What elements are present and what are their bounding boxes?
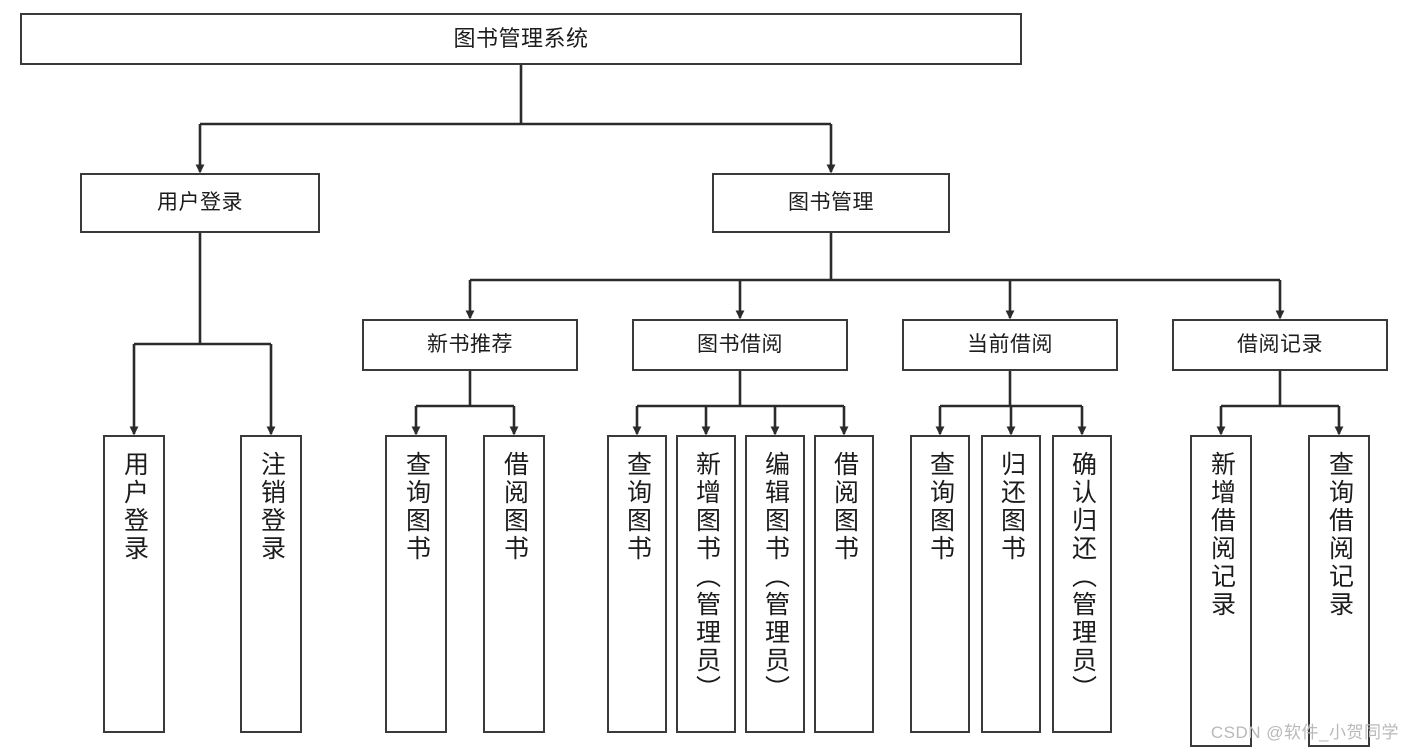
node-label: 查询图书 — [926, 451, 955, 563]
node-l_cu_return[interactable]: 归还图书 — [981, 435, 1041, 733]
node-label: 图书管理 — [788, 190, 874, 214]
node-user_login[interactable]: 用户登录 — [80, 173, 320, 233]
node-l_nr_borrow[interactable]: 借阅图书 — [483, 435, 545, 733]
node-borrow[interactable]: 图书借阅 — [632, 319, 848, 371]
node-label: 当前借阅 — [967, 332, 1053, 356]
node-l_re_query[interactable]: 查询借阅记录 — [1308, 435, 1370, 747]
node-label: 用户登录 — [120, 451, 149, 563]
node-l_bo_borrow[interactable]: 借阅图书 — [814, 435, 874, 733]
node-label: 确认归还（管理员） — [1068, 451, 1097, 703]
node-new_rec[interactable]: 新书推荐 — [362, 319, 578, 371]
node-label: 借阅图书 — [830, 451, 859, 563]
node-label: 归还图书 — [997, 451, 1026, 563]
node-label: 借阅图书 — [500, 451, 529, 563]
node-label: 新增借阅记录 — [1207, 451, 1236, 619]
node-label: 借阅记录 — [1237, 332, 1323, 356]
watermark-text: CSDN @软件_小贺同学 — [1210, 723, 1399, 742]
node-label: 图书管理系统 — [453, 26, 589, 52]
node-l_nr_query[interactable]: 查询图书 — [385, 435, 447, 733]
node-label: 新增图书（管理员） — [692, 451, 721, 703]
node-label: 用户登录 — [157, 190, 243, 214]
node-label: 查询借阅记录 — [1325, 451, 1354, 619]
node-label: 编辑图书（管理员） — [761, 451, 790, 703]
node-l_bo_query[interactable]: 查询图书 — [607, 435, 667, 733]
node-label: 新书推荐 — [427, 332, 513, 356]
node-label: 注销登录 — [257, 451, 286, 563]
node-label: 图书借阅 — [697, 332, 783, 356]
node-l_cu_confirm[interactable]: 确认归还（管理员） — [1052, 435, 1112, 733]
node-label: 查询图书 — [402, 451, 431, 563]
node-l_user_login[interactable]: 用户登录 — [103, 435, 165, 733]
node-book_mgmt[interactable]: 图书管理 — [712, 173, 950, 233]
node-root[interactable]: 图书管理系统 — [20, 13, 1022, 65]
node-label: 查询图书 — [623, 451, 652, 563]
node-current[interactable]: 当前借阅 — [902, 319, 1118, 371]
node-l_re_add[interactable]: 新增借阅记录 — [1190, 435, 1252, 747]
node-l_user_logout[interactable]: 注销登录 — [240, 435, 302, 733]
node-l_cu_query[interactable]: 查询图书 — [910, 435, 970, 733]
node-l_bo_add[interactable]: 新增图书（管理员） — [676, 435, 736, 733]
node-l_bo_edit[interactable]: 编辑图书（管理员） — [745, 435, 805, 733]
node-records[interactable]: 借阅记录 — [1172, 319, 1388, 371]
